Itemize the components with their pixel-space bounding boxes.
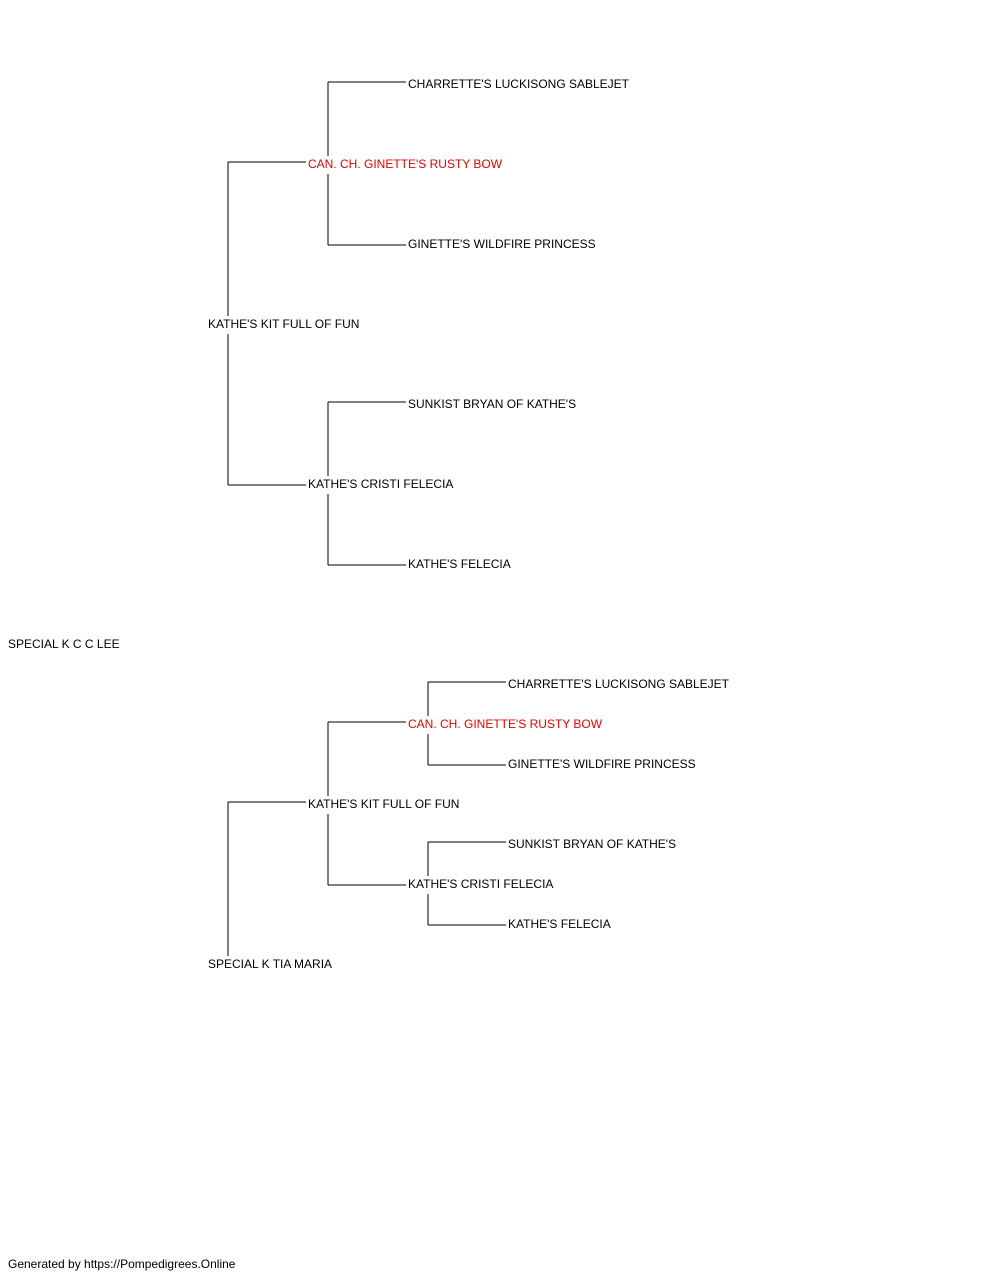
maternal-grandsire-name[interactable]: KATHE'S KIT FULL OF FUN	[308, 797, 460, 811]
sire-name[interactable]: KATHE'S KIT FULL OF FUN	[208, 317, 360, 331]
maternal-grandsire-sire-name[interactable]: CAN. CH. GINETTE'S RUSTY BOW	[408, 717, 603, 731]
paternal-granddam-dam-name[interactable]: KATHE'S FELECIA	[408, 557, 511, 571]
paternal-granddam-sire-name[interactable]: SUNKIST BRYAN OF KATHE'S	[408, 397, 577, 411]
dam-name[interactable]: SPECIAL K TIA MARIA	[208, 957, 333, 971]
maternal-grandsire-dam-dam-name[interactable]: KATHE'S FELECIA	[508, 917, 611, 931]
maternal-grandsire-sire-sire-name[interactable]: CHARRETTE'S LUCKISONG SABLEJET	[508, 677, 730, 691]
paternal-grandsire-dam-name[interactable]: GINETTE'S WILDFIRE PRINCESS	[408, 237, 596, 251]
maternal-grandsire-dam-sire-name[interactable]: SUNKIST BRYAN OF KATHE'S	[508, 837, 677, 851]
maternal-grandsire-dam-name[interactable]: KATHE'S CRISTI FELECIA	[408, 877, 554, 891]
paternal-granddam-name[interactable]: KATHE'S CRISTI FELECIA	[308, 477, 454, 491]
paternal-grandsire-sire-name[interactable]: CHARRETTE'S LUCKISONG SABLEJET	[408, 77, 630, 91]
maternal-grandsire-sire-dam-name[interactable]: GINETTE'S WILDFIRE PRINCESS	[508, 757, 696, 771]
paternal-grandsire-name[interactable]: CAN. CH. GINETTE'S RUSTY BOW	[308, 157, 503, 171]
generator-credit: Generated by https://Pompedigrees.Online	[8, 1257, 236, 1271]
subject-dog-name[interactable]: SPECIAL K C C LEE	[8, 637, 120, 651]
